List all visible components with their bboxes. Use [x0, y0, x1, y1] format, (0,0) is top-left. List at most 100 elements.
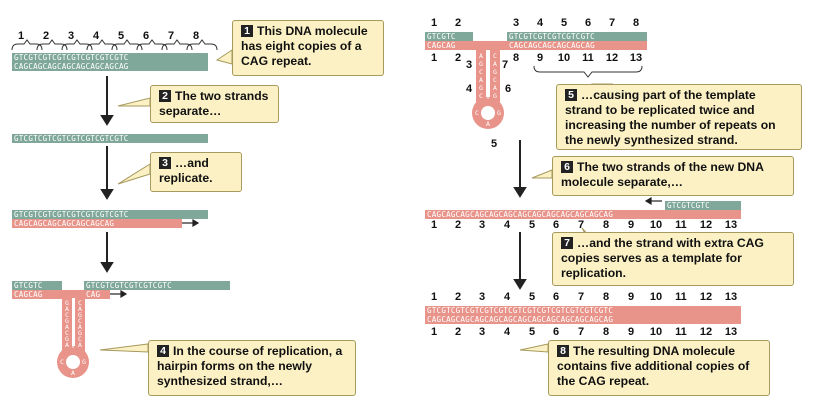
repeat-number: 2 — [454, 326, 462, 338]
step-badge: 4 — [157, 345, 169, 357]
template-strand-left-step5: GTCGTC — [425, 32, 473, 41]
callout-text: The two strands separate… — [159, 89, 269, 118]
base-letter: C — [78, 335, 82, 343]
repeat-number: 4 — [536, 17, 544, 29]
base-letter: C — [65, 329, 69, 337]
base-letter: A — [486, 120, 490, 128]
step-badge: 6 — [561, 161, 573, 173]
short-template-strand-step6: GTCGTCGTC — [665, 201, 741, 210]
base-letter: C — [78, 317, 82, 325]
base-letter: C — [493, 76, 497, 84]
repeat-number: 5 — [528, 326, 536, 338]
repeat-number: 8 — [192, 30, 200, 42]
repeat-number: 13 — [629, 52, 643, 64]
step-badge: 3 — [159, 157, 171, 169]
base-letter: C — [65, 311, 69, 319]
repeat-number: 12 — [699, 326, 713, 338]
repeat-number: 10 — [557, 52, 571, 64]
repeat-number: 10 — [649, 219, 663, 231]
repeat-number: 13 — [724, 326, 738, 338]
repeat-number: 7 — [577, 219, 585, 231]
repeat-number: 6 — [584, 17, 592, 29]
repeat-number: 1 — [430, 326, 438, 338]
growth-arrows — [110, 196, 662, 299]
base-letter: C — [479, 92, 483, 100]
repeat-number: 10 — [649, 291, 663, 303]
callout-text: …causing part of the template strand to … — [565, 88, 776, 147]
extra-repeats-bracket — [533, 65, 643, 78]
final-strand-top: GTCGTCGTCGTCGTCGTCGTCGTCGTCGTCGTCGTCGTC — [425, 306, 741, 315]
base-letter: A — [78, 323, 82, 331]
repeat-number: 6 — [504, 83, 512, 95]
callout-step-7: 7…and the strand with extra CAG copies s… — [552, 232, 794, 286]
repeat-number: 8 — [632, 17, 640, 29]
repeat-number: 7 — [608, 17, 616, 29]
repeat-number: 1 — [430, 291, 438, 303]
new-strand-right-step5: CAGCAGCAGCAGCAGCAG — [507, 41, 647, 50]
repeat-number: 5 — [490, 138, 498, 150]
repeat-number: 2 — [454, 52, 462, 64]
callout-step-5: 5…causing part of the template strand to… — [556, 84, 802, 150]
repeat-number: 1 — [430, 219, 438, 231]
base-letter: A — [479, 76, 483, 84]
repeat-number: 2 — [454, 219, 462, 231]
base-letter: A — [78, 305, 82, 313]
repeat-number: 5 — [560, 17, 568, 29]
base-letter: A — [493, 60, 497, 68]
repeat-number: 3 — [478, 326, 486, 338]
base-letter: C — [493, 52, 497, 60]
repeat-number: 4 — [465, 83, 473, 95]
base-letter: G — [497, 109, 501, 117]
repeat-number: 3 — [67, 30, 75, 42]
long-strand-step6: CAGCAGCAGCAGCAGCAGCAGCAGCAGCAGCAGCAGCAG — [425, 210, 741, 219]
repeat-number: 6 — [552, 219, 560, 231]
base-letter: C — [479, 68, 483, 76]
callout-text: In the course of replication, a hairpin … — [157, 344, 343, 388]
repeat-number: 3 — [478, 219, 486, 231]
repeat-number: 1 — [430, 52, 438, 64]
base-letter: G — [78, 329, 82, 337]
new-strand-right-step4: CAG — [84, 290, 110, 299]
base-letter: G — [493, 68, 497, 76]
repeat-number: 5 — [528, 219, 536, 231]
repeat-number: 11 — [675, 291, 687, 303]
repeat-number: 11 — [675, 219, 687, 231]
repeat-number: 2 — [454, 291, 462, 303]
template-strand-top: GTCGTCGTCGTCGTCGTCGTCGTC — [12, 53, 208, 62]
new-strand-step3: CAGCAGCAGCAGCAGCAGCAG — [12, 219, 182, 228]
repeat-number: 3 — [512, 17, 520, 29]
repeat-number: 3 — [478, 291, 486, 303]
repeat-number: 12 — [699, 219, 713, 231]
step-badge: 2 — [159, 90, 171, 102]
base-letter: A — [71, 369, 75, 377]
base-letter: G — [82, 358, 86, 366]
repeat-number: 11 — [675, 326, 687, 338]
repeat-number: 8 — [602, 219, 610, 231]
template-strand-step3: GTCGTCGTCGTCGTCGTCGTCGTC — [12, 210, 208, 219]
repeat-number: 7 — [577, 291, 585, 303]
hairpin-left — [57, 290, 89, 378]
repeat-number: 2 — [454, 17, 462, 29]
base-letter: A — [65, 305, 69, 313]
repeat-number: 6 — [142, 30, 150, 42]
repeat-number: 3 — [465, 59, 473, 71]
repeat-number: 11 — [582, 52, 594, 64]
step-badge: 7 — [561, 237, 573, 249]
repeat-number: 13 — [724, 291, 738, 303]
repeat-number: 9 — [627, 219, 635, 231]
repeat-number: 7 — [577, 326, 585, 338]
callout-text: The two strands of the new DNA molecule … — [561, 160, 764, 189]
repeat-number: 8 — [512, 52, 520, 64]
repeat-number: 7 — [167, 30, 175, 42]
base-letter: G — [65, 335, 69, 343]
repeat-number: 4 — [503, 291, 511, 303]
repeat-number: 12 — [699, 291, 713, 303]
base-letter: G — [65, 299, 69, 307]
repeat-number: 10 — [649, 326, 663, 338]
repeat-number: 5 — [117, 30, 125, 42]
repeat-number: 1 — [17, 30, 25, 42]
new-strand-left-step4: CAGCAG — [12, 290, 62, 299]
base-letter: G — [479, 60, 483, 68]
template-strand-bottom: CAGCAGCAGCAGCAGCAGCAGCAG — [12, 62, 208, 71]
